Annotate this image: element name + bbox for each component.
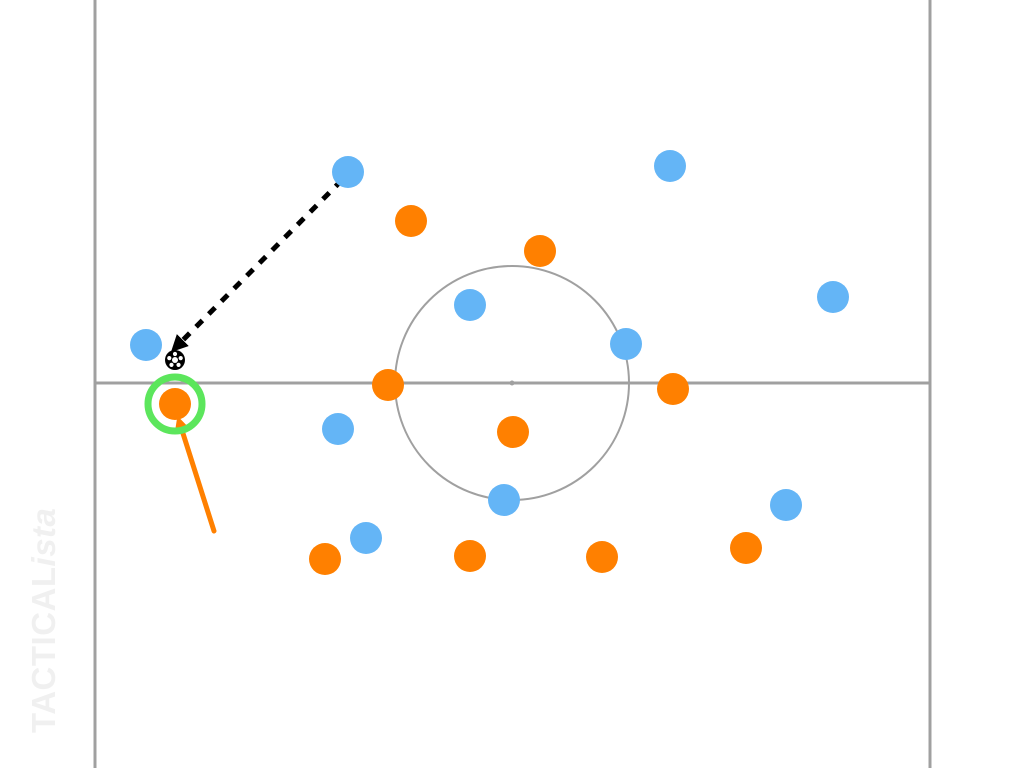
- player-marker-away[interactable]: [309, 543, 341, 575]
- player-marker-home[interactable]: [770, 489, 802, 521]
- player-marker-home[interactable]: [350, 522, 382, 554]
- player-marker-away[interactable]: [372, 369, 404, 401]
- player-marker-away[interactable]: [730, 532, 762, 564]
- player-marker-away[interactable]: [497, 416, 529, 448]
- pass-arrow-line[interactable]: [170, 178, 344, 353]
- player-marker-away[interactable]: [586, 541, 618, 573]
- selection-ring[interactable]: [144, 373, 206, 435]
- ball-panel: [172, 351, 178, 357]
- run-arrow-line[interactable]: [174, 415, 217, 534]
- player-marker-home[interactable]: [817, 281, 849, 313]
- run-arrow[interactable]: [174, 415, 217, 534]
- player-marker-home[interactable]: [454, 289, 486, 321]
- player-marker-home[interactable]: [322, 413, 354, 445]
- soccer-ball-icon[interactable]: [165, 350, 185, 370]
- ball-panel: [176, 362, 181, 367]
- player-marker-away[interactable]: [159, 388, 191, 420]
- ball-panel: [169, 362, 174, 367]
- ball-panel: [178, 356, 183, 361]
- player-marker-away[interactable]: [395, 205, 427, 237]
- away-team-players[interactable]: [159, 205, 762, 575]
- pass-arrow[interactable]: [170, 178, 344, 353]
- player-marker-home[interactable]: [332, 156, 364, 188]
- player-marker-home[interactable]: [488, 484, 520, 516]
- ball-center-panel: [172, 357, 178, 363]
- player-marker-home[interactable]: [654, 150, 686, 182]
- player-marker-away[interactable]: [524, 235, 556, 267]
- ball-panel: [167, 356, 172, 361]
- player-marker-away[interactable]: [657, 373, 689, 405]
- home-team-players[interactable]: [130, 150, 849, 554]
- pitch-markings: [93, 0, 932, 768]
- player-marker-home[interactable]: [130, 329, 162, 361]
- center-spot: [509, 380, 515, 386]
- player-marker-away[interactable]: [454, 540, 486, 572]
- player-marker-home[interactable]: [610, 328, 642, 360]
